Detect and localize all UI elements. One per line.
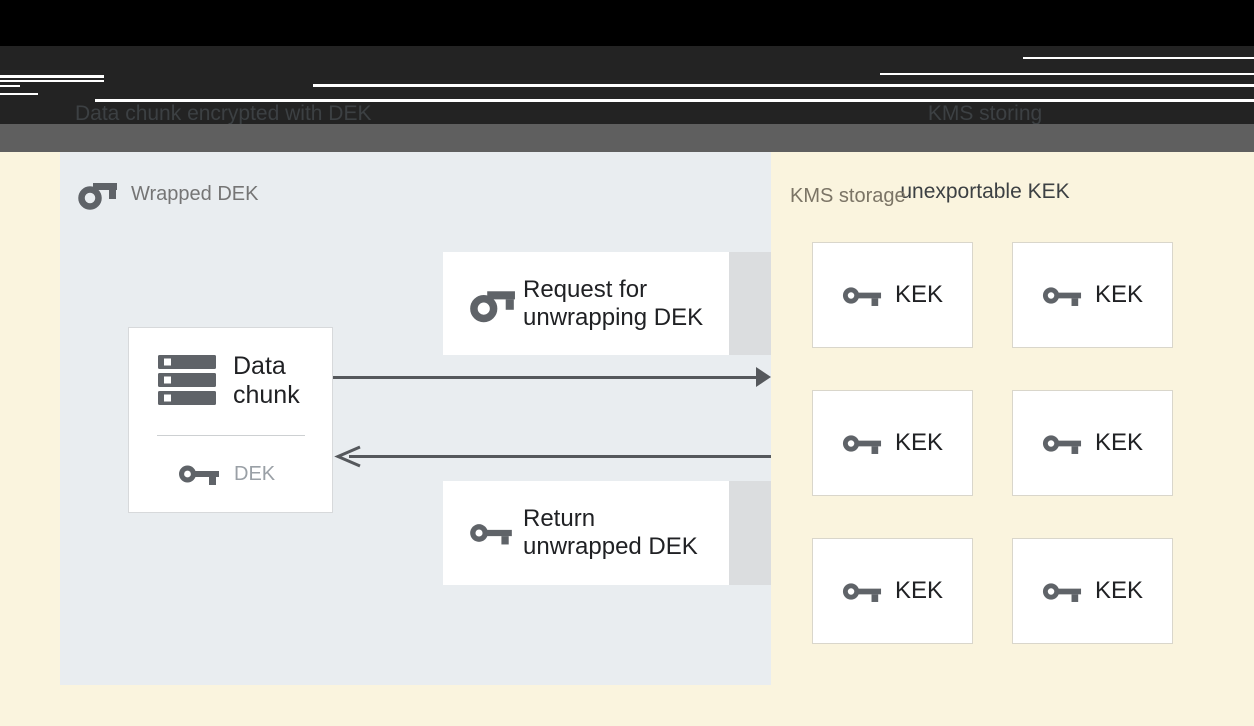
request-box-text: Request for unwrapping DEK <box>523 276 703 332</box>
return-box-line2: unwrapped DEK <box>523 533 698 560</box>
request-box-line1: Request for <box>523 275 648 303</box>
request-box-line2: unwrapping DEK <box>523 303 704 331</box>
request-arrow-shaft <box>333 376 757 379</box>
return-arrow-shaft <box>349 455 771 458</box>
key-icon <box>179 465 219 485</box>
key-icon <box>470 524 512 545</box>
key-outline-icon <box>470 290 515 322</box>
key-icon <box>1042 582 1082 602</box>
kek-label: KEK <box>1094 429 1144 456</box>
request-unwrapping-box: Request for unwrapping DEK <box>443 252 771 355</box>
glitch-line <box>1023 57 1254 59</box>
wrapped-dek-label-text: Wrapped DEK <box>131 182 259 205</box>
data-chunk-title-line1: Data <box>233 352 286 380</box>
kek-box: KEK <box>1012 242 1173 348</box>
header-right-caption: KMS storing unexportable KEK <box>810 49 1160 257</box>
glitch-line <box>313 84 1254 87</box>
data-chunk-divider <box>157 435 305 436</box>
data-chunk-title: Data chunk <box>233 352 300 410</box>
kek-label: KEK <box>1094 281 1144 308</box>
data-chunk-box: Data chunk DEK <box>128 327 333 513</box>
return-box-text: Return unwrapped DEK <box>523 505 698 561</box>
gray-separator-band <box>0 124 1254 152</box>
data-chunk-title-line2: chunk <box>233 381 300 409</box>
dek-row: DEK <box>178 462 275 486</box>
wrapped-dek-label: Wrapped DEK <box>78 178 258 210</box>
glitch-line <box>0 85 20 87</box>
kek-box: KEK <box>1012 390 1173 496</box>
key-icon <box>842 434 882 454</box>
return-arrow-head-icon <box>334 445 361 468</box>
kek-box: KEK <box>1012 538 1173 644</box>
key-icon <box>1042 286 1082 306</box>
glitch-line <box>0 80 104 82</box>
kek-box: KEK <box>812 390 973 496</box>
request-box-gray-cap <box>729 252 771 355</box>
return-box-line1: Return <box>523 505 596 532</box>
header-glitch-band: Data chunk encrypted with DEK and stored… <box>0 0 1254 203</box>
glitch-line <box>0 93 38 95</box>
header-left-caption-line1: Data chunk encrypted with DEK <box>75 102 372 125</box>
header-right-caption-line2: unexportable KEK <box>900 180 1070 203</box>
return-box-gray-cap <box>729 481 771 585</box>
return-unwrapped-box: Return unwrapped DEK <box>443 481 771 585</box>
kek-label: KEK <box>894 429 944 456</box>
key-icon <box>842 582 882 602</box>
request-arrow-head-icon <box>756 367 771 387</box>
header-right-caption-line1: KMS storing <box>927 102 1043 125</box>
kms-storage-label: KMS storage <box>790 185 906 207</box>
kek-label: KEK <box>1094 577 1144 604</box>
key-icon <box>842 286 882 306</box>
kek-box: KEK <box>812 538 973 644</box>
dek-label: DEK <box>234 462 276 485</box>
glitch-line <box>880 73 1254 75</box>
kek-label: KEK <box>894 281 944 308</box>
glitch-line <box>95 99 1254 102</box>
key-icon <box>1042 434 1082 454</box>
glitch-line <box>0 75 104 78</box>
data-chunk-storage-icon <box>158 355 216 405</box>
kek-box: KEK <box>812 242 973 348</box>
key-outline-icon <box>78 183 117 210</box>
kek-label: KEK <box>894 577 944 604</box>
